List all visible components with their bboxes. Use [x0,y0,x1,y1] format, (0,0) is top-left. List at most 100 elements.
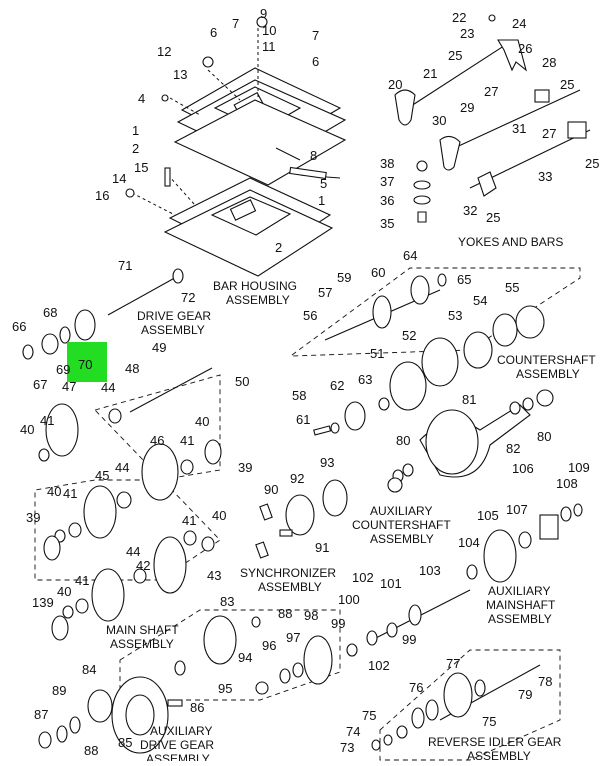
caption-aux-mainshaft-line3: ASSEMBLY [488,612,552,626]
callout-36: 36 [380,193,394,208]
callout-99: 99 [402,632,416,647]
callout-54: 54 [473,293,487,308]
callout-51: 51 [370,346,384,361]
callout-43: 43 [207,568,221,583]
callout-106: 106 [512,461,534,476]
callout-32: 32 [463,203,477,218]
callout-95: 95 [218,681,232,696]
callout-65: 65 [457,272,471,287]
callout-38: 38 [380,156,394,171]
callout-40: 40 [57,584,71,599]
callout-40: 40 [47,484,61,499]
callout-56: 56 [303,308,317,323]
countershaft-assembly [291,267,581,436]
callout-52: 52 [402,328,416,343]
callout-89: 89 [52,683,66,698]
callout-15: 15 [134,160,148,175]
callout-87: 87 [34,707,48,722]
assembly-captions: YOKES AND BARS BAR HOUSING ASSEMBLY DRIV… [106,235,596,766]
callout-78: 78 [538,674,552,689]
caption-synchronizer-line1: SYNCHRONIZER [240,566,336,580]
callout-22: 22 [452,10,466,25]
callout-28: 28 [542,55,556,70]
callout-109: 109 [568,460,590,475]
callout-81: 81 [462,392,476,407]
caption-reverse-idler-line1: REVERSE IDLER GEAR [428,735,562,749]
callout-77: 77 [446,656,460,671]
callout-72: 72 [181,290,195,305]
callout-86: 86 [190,700,204,715]
callout-75: 75 [362,708,376,723]
callout-69: 69 [56,362,70,377]
callout-88: 88 [278,606,292,621]
callout-75: 75 [482,714,496,729]
callout-39: 39 [26,510,40,525]
callout-2: 2 [275,240,282,255]
callout-6: 6 [210,25,217,40]
callout-97: 97 [286,630,300,645]
callout-67: 67 [33,377,47,392]
callout-80: 80 [396,433,410,448]
callout-63: 63 [358,372,372,387]
callout-88: 88 [84,743,98,758]
callout-7: 7 [232,16,239,31]
caption-aux-countershaft-line2: COUNTERSHAFT [352,518,451,532]
caption-aux-drive-line2: DRIVE GEAR [140,738,214,752]
callout-27: 27 [542,126,556,141]
callout-25: 25 [486,210,500,225]
highlighted-part-70[interactable]: 70 [67,342,107,382]
callout-37: 37 [380,174,394,189]
callout-101: 101 [380,576,402,591]
callout-41: 41 [40,413,54,428]
caption-drive-gear-line2: ASSEMBLY [141,323,205,337]
callout-23: 23 [460,26,474,41]
callout-100: 100 [338,592,360,607]
callout-41: 41 [180,433,194,448]
callout-76: 76 [409,680,423,695]
caption-aux-countershaft-line1: AUXILIARY [370,504,432,518]
callout-66: 66 [12,319,26,334]
callout-102: 102 [352,570,374,585]
callout-2: 2 [132,141,139,156]
highlighted-part-label: 70 [78,357,92,372]
callout-108: 108 [556,476,578,491]
caption-aux-mainshaft-line2: MAINSHAFT [486,598,556,612]
auxiliary-mainshaft-assembly [346,503,583,657]
callout-74: 74 [346,724,360,739]
callout-53: 53 [448,308,462,323]
callout-68: 68 [43,305,57,320]
callout-16: 16 [95,188,109,203]
callout-64: 64 [403,248,417,263]
callout-6: 6 [312,54,319,69]
callout-61: 61 [296,412,310,427]
callout-41: 41 [75,573,89,588]
callout-57: 57 [318,285,332,300]
callout-62: 62 [330,378,344,393]
callout-46: 46 [150,433,164,448]
callout-60: 60 [371,265,385,280]
reverse-idler-gear-assembly [371,649,561,761]
callout-40: 40 [20,422,34,437]
callout-92: 92 [290,471,304,486]
callout-14: 14 [112,171,126,186]
callout-139: 139 [32,595,54,610]
callout-26: 26 [518,41,532,56]
callout-20: 20 [388,77,402,92]
callout-82: 82 [506,441,520,456]
main-shaft-assembly [34,367,222,641]
caption-main-shaft-line1: MAIN SHAFT [106,623,179,637]
callout-55: 55 [505,280,519,295]
callout-41: 41 [63,486,77,501]
callout-85: 85 [118,735,132,750]
callout-80: 80 [537,429,551,444]
callout-59: 59 [337,270,351,285]
caption-drive-gear-line1: DRIVE GEAR [137,309,211,323]
callout-33: 33 [538,169,552,184]
callout-93: 93 [320,455,334,470]
callout-104: 104 [458,535,480,550]
callout-44: 44 [126,544,140,559]
caption-bar-housing-line2: ASSEMBLY [226,293,290,307]
callout-41: 41 [182,513,196,528]
callout-96: 96 [262,638,276,653]
caption-countershaft-line2: ASSEMBLY [516,367,580,381]
